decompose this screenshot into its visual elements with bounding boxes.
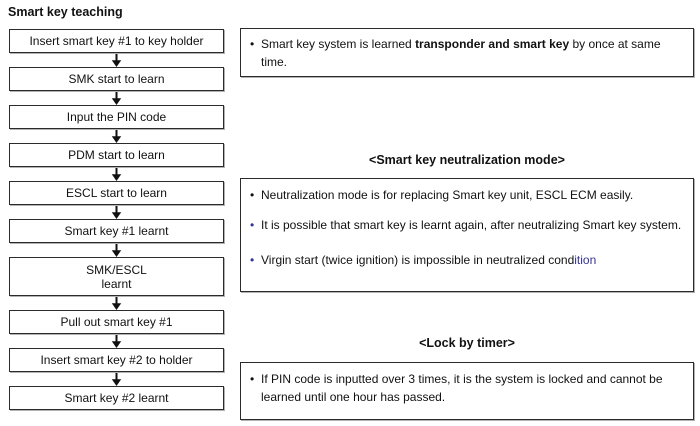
bullet-icon: • bbox=[250, 253, 255, 267]
neutralization-mode-heading: <Smart key neutralization mode> bbox=[369, 153, 565, 167]
down-arrow-icon bbox=[9, 372, 224, 386]
down-arrow-icon bbox=[9, 243, 224, 257]
note-lock-by-timer: • If PIN code is inputted over 3 times, … bbox=[240, 362, 694, 420]
bullet-icon: • bbox=[250, 218, 255, 232]
note-transponder-text-bold: transponder and smart key bbox=[415, 37, 570, 51]
down-arrow-icon bbox=[9, 205, 224, 219]
flow-step-escl-learn: ESCL start to learn bbox=[9, 181, 224, 205]
down-arrow-icon bbox=[9, 53, 224, 67]
flow-step-key1-learnt: Smart key #1 learnt bbox=[9, 219, 224, 243]
note-transponder: • Smart key system is learned transponde… bbox=[240, 28, 694, 77]
neutralization-bullet-row-2: • It is possible that smart key is learn… bbox=[250, 216, 683, 234]
flow-step-pdm-learn: PDM start to learn bbox=[9, 143, 224, 167]
neutralization-bullet-1-text: Neutralization mode is for replacing Sma… bbox=[261, 188, 634, 202]
note-transponder-text-post: by once at same time. bbox=[261, 37, 668, 69]
flow-step-smk-escl-learnt: SMK/ESCL learnt bbox=[9, 257, 224, 296]
lock-by-timer-heading: <Lock by timer> bbox=[419, 336, 515, 350]
down-arrow-icon bbox=[9, 91, 224, 105]
down-arrow-icon bbox=[9, 129, 224, 143]
down-arrow-icon bbox=[9, 296, 224, 310]
neutralization-bullet-3-text-blue: ition bbox=[574, 253, 597, 267]
flow-step-insert-key2: Insert smart key #2 to holder bbox=[9, 348, 224, 372]
page-title: Smart key teaching bbox=[8, 5, 123, 19]
note-neutralization: • Neutralization mode is for replacing S… bbox=[240, 178, 694, 292]
flow-step-pin-code: Input the PIN code bbox=[9, 105, 224, 129]
down-arrow-icon bbox=[9, 334, 224, 348]
flow-step-key2-learnt: Smart key #2 learnt bbox=[9, 386, 224, 410]
note-transponder-text-pre: Smart key system is learned bbox=[261, 37, 416, 51]
neutralization-bullet-3-text-pre: Virgin start (twice ignition) is impossi… bbox=[261, 253, 575, 267]
neutralization-bullet-3-text: Virgin start (twice ignition) is impossi… bbox=[261, 251, 683, 269]
lock-by-timer-bullet-row: • If PIN code is inputted over 3 times, … bbox=[250, 370, 683, 406]
flow-step-insert-key1: Insert smart key #1 to key holder bbox=[9, 29, 224, 53]
down-arrow-icon bbox=[9, 167, 224, 181]
lock-by-timer-bullet-text: If PIN code is inputted over 3 times, it… bbox=[261, 372, 666, 404]
neutralization-bullet-2-text: It is possible that smart key is learnt … bbox=[261, 218, 682, 232]
flow-step-pull-out-key1: Pull out smart key #1 bbox=[9, 310, 224, 334]
flowchart: Insert smart key #1 to key holder SMK st… bbox=[9, 29, 224, 410]
flow-step-smk-learn: SMK start to learn bbox=[9, 67, 224, 91]
note-transponder-text: Smart key system is learned transponder … bbox=[261, 35, 685, 71]
neutralization-bullet-row-1: • Neutralization mode is for replacing S… bbox=[250, 186, 683, 204]
bullet-icon: • bbox=[250, 188, 255, 202]
note-transponder-bullet-row: • Smart key system is learned transponde… bbox=[250, 35, 685, 71]
neutralization-bullet-row-3: • Virgin start (twice ignition) is impos… bbox=[250, 251, 683, 269]
bullet-icon: • bbox=[250, 37, 255, 51]
bullet-icon: • bbox=[250, 372, 255, 386]
